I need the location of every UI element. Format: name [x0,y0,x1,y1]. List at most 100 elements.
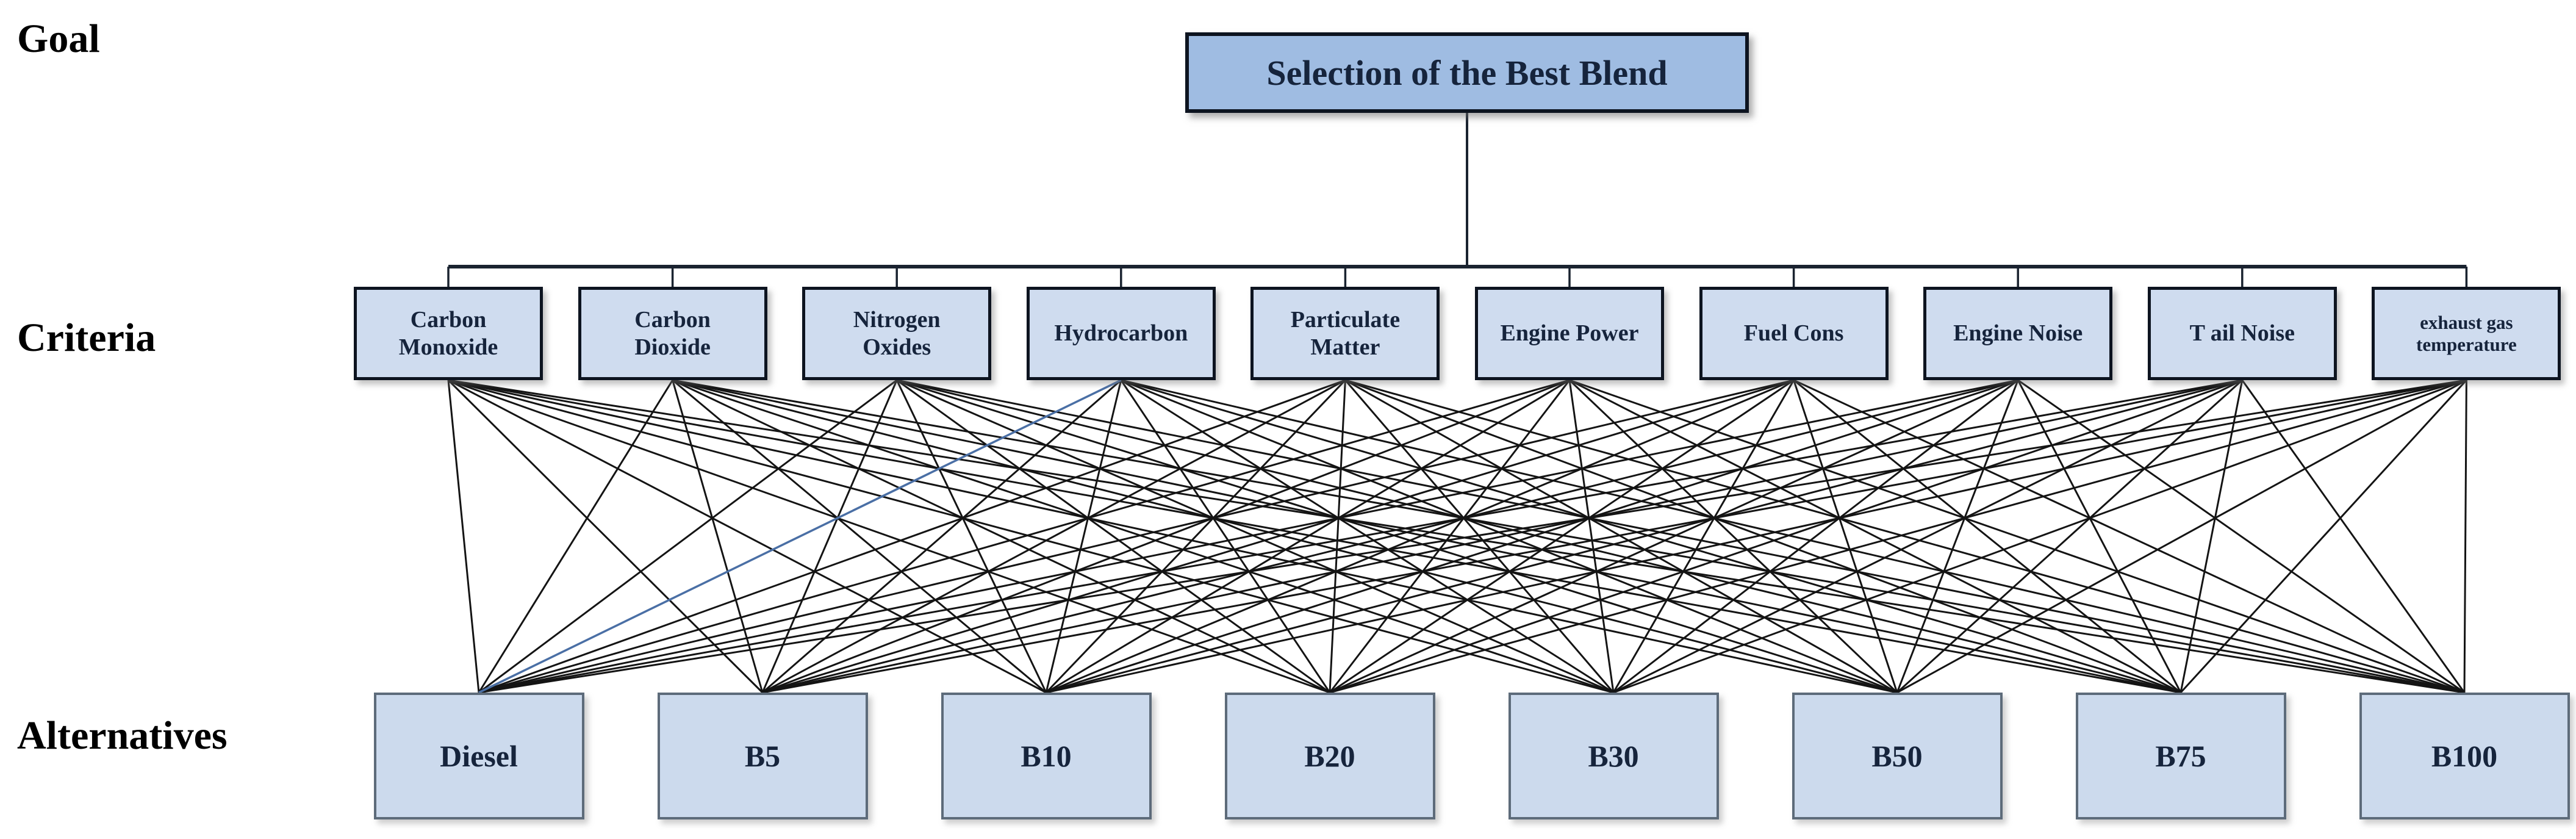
criterion-alternative-edge [2463,380,2467,693]
criterion-alternative-edge [1896,379,2467,694]
criterion-alternative-edge [1329,379,1795,694]
criterion-label: Dioxide [634,334,711,360]
criterion-label: T ail Noise [2189,320,2295,347]
criterion-alternative-edge [1121,379,1898,694]
alternative-box: B100 [2359,693,2570,819]
criterion-alternative-edge [672,379,1614,694]
goal-box-label: Selection of the Best Blend [1266,52,1668,93]
alternative-box: B50 [1792,693,2003,819]
criterion-alternative-edge [2017,379,2465,694]
alternative-label: B5 [744,739,781,773]
alternative-box: B5 [657,693,868,819]
criterion-alternative-edge [447,380,480,693]
alternative-box: B30 [1508,693,1719,819]
criterion-label: Carbon [410,307,487,333]
criterion-alternative-edge [672,379,1898,694]
alternative-label: B20 [1304,739,1355,773]
criterion-alternative-edge [448,379,1330,694]
criterion-alternative-edge [448,379,1614,694]
criterion-alternative-edge [1329,379,2243,694]
criterion-alternative-edge [1046,379,1570,694]
criterion-box: Engine Noise [1923,287,2113,380]
criterion-alternative-edge [478,380,673,693]
alternative-box: B10 [941,693,1152,819]
criterion-alternative-edge [896,379,1330,694]
criterion-alternative-edge [1121,379,2181,694]
criterion-alternative-edge [762,379,1795,694]
goal-box: Selection of the Best Blend [1185,32,1749,113]
criterion-alternative-edge [1329,379,2018,694]
criterion-label: Fuel Cons [1743,320,1844,347]
criterion-alternative-edge [1329,380,1571,693]
alternative-label: B100 [2431,739,2498,773]
criterion-label: Monoxide [398,334,498,360]
alternative-box: Diesel [373,693,584,819]
criterion-alternative-edge [1121,379,2465,694]
criterion-alternative-edge [2180,379,2467,694]
criterion-alternative-edge [448,379,1047,694]
highlighted-edge [478,379,1122,694]
criterion-box: Fuel Cons [1699,287,1889,380]
criterion-box: T ail Noise [2147,287,2337,380]
criterion-alternative-edge [762,379,2018,694]
criterion-label: Particulate [1290,307,1401,333]
criterion-alternative-edge [478,379,898,694]
criterion-alternative-edge [896,379,1898,694]
alternative-box: B20 [1224,693,1435,819]
alternative-label: B50 [1871,739,1923,773]
criterion-label: exhaust gas [2420,311,2513,333]
criterion-alternative-edge [1613,379,2467,694]
criterion-alternative-edge [448,379,1898,694]
criterion-alternative-edge [1793,380,1898,693]
row-label-goal: Goal [17,16,100,61]
criterion-alternative-edge [895,380,1047,693]
criterion-alternative-edge [2241,380,2466,693]
criterion-alternative-edge [762,379,2467,694]
row-label-criteria: Criteria [17,315,156,360]
criterion-alternative-edge [672,379,2181,694]
criterion-alternative-edge [762,379,1570,694]
criterion-alternative-edge [672,379,1047,694]
criterion-alternative-edge [1045,380,1122,693]
criterion-alternative-edge [447,379,764,694]
criterion-alternative-edge [761,380,898,693]
criterion-alternative-edge [1329,379,2467,694]
criterion-alternative-edge [1329,380,1346,693]
criterion-alternative-edge [1793,379,2465,694]
criterion-alternative-edge [1046,379,2018,694]
criterion-alternative-edge [1344,379,2465,694]
criterion-alternative-edge [478,379,2243,694]
alternative-box: B75 [2075,693,2286,819]
criterion-box: Hydrocarbon [1026,287,1216,380]
criterion-alternative-edge [1569,379,2465,694]
alternative-label: B10 [1021,739,1072,773]
criterion-alternative-edge [478,379,1346,694]
criterion-alternative-edge [448,379,2181,694]
criterion-alternative-edge [1046,379,1795,694]
alternative-label: B75 [2155,739,2206,773]
criterion-alternative-edge [478,379,1570,694]
alternative-label: Diesel [440,739,518,773]
criterion-alternative-edge [478,379,2467,694]
criterion-label: Engine Noise [1953,320,2083,347]
criterion-alternative-edge [762,379,1346,694]
row-label-alternatives: Alternatives [17,713,228,758]
criterion-label: Oxides [863,334,931,360]
criterion-alternative-edge [672,380,764,693]
criterion-label: Engine Power [1500,320,1639,347]
criterion-alternative-edge [1344,379,2181,694]
alternative-label: B30 [1588,739,1639,773]
criterion-label: Hydrocarbon [1054,320,1188,347]
criterion-alternative-edge [762,379,2243,694]
criterion-alternative-edge [478,379,1794,694]
criterion-alternative-edge [1045,379,1346,694]
criterion-label: Nitrogen [853,307,941,333]
criterion-alternative-edge [672,379,2465,694]
